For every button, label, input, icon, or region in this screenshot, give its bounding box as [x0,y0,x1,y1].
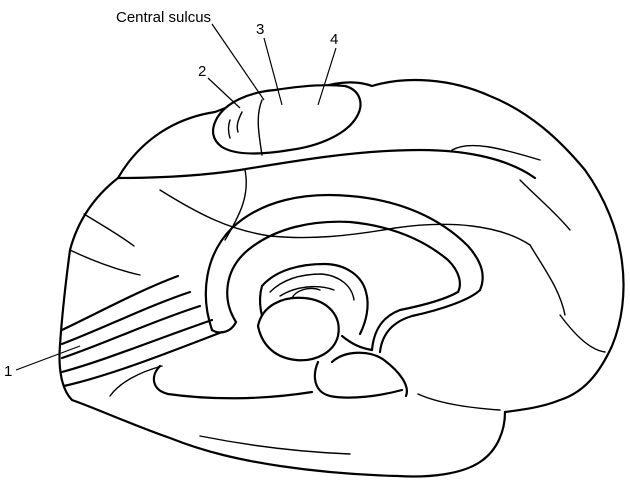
cingulate-gyrus-lines [118,145,605,352]
leader-1 [16,346,80,370]
brainstem-region [110,353,500,454]
fornix-thalamus [258,264,372,360]
label-central-sulcus: Central sulcus [116,9,211,26]
hemisphere-outline [60,80,624,476]
label-3: 3 [256,21,264,38]
leader-2 [208,78,240,108]
paracentral-lobule [213,85,360,155]
label-1: 1 [4,363,12,380]
label-2: 2 [198,63,206,80]
corpus-callosum [206,195,483,352]
occipital-stripes [62,214,222,386]
label-4: 4 [330,31,338,48]
